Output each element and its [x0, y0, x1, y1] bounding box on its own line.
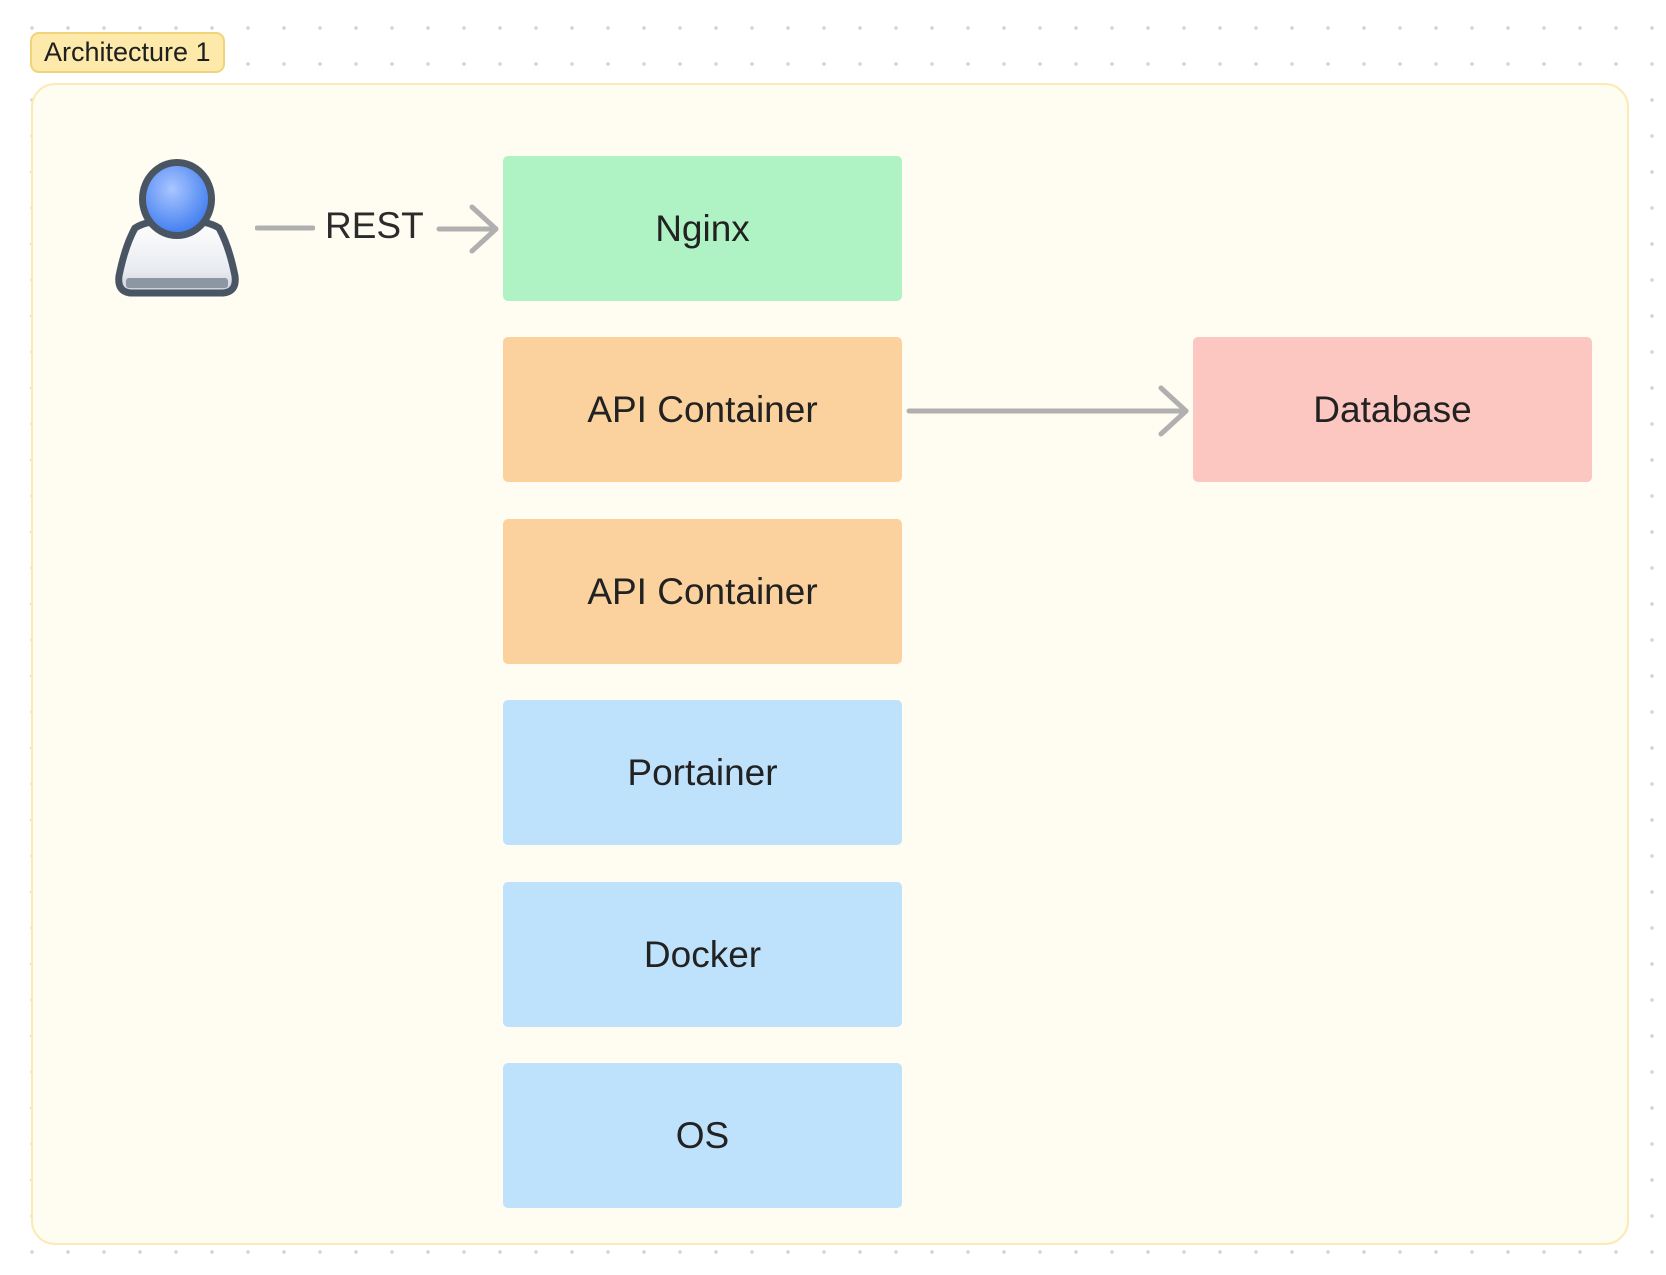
nginx-label: Nginx [655, 207, 750, 249]
database-label: Database [1313, 388, 1472, 430]
docker-node[interactable]: Docker [503, 882, 902, 1027]
nginx-node[interactable]: Nginx [503, 156, 902, 301]
user-icon[interactable] [115, 154, 240, 299]
api-to-database-arrow[interactable] [906, 384, 1192, 438]
frame-label[interactable]: Architecture 1 [30, 32, 225, 73]
portainer-label: Portainer [627, 751, 778, 793]
api-container-node-1[interactable]: API Container [503, 337, 902, 482]
api-container-label-2: API Container [587, 570, 818, 612]
docker-label: Docker [643, 933, 762, 975]
api-container-node-2[interactable]: API Container [503, 519, 902, 664]
os-node[interactable]: OS [503, 1063, 902, 1208]
rest-arrowhead[interactable] [436, 204, 502, 254]
portainer-node[interactable]: Portainer [503, 700, 902, 845]
api-container-label-1: API Container [587, 388, 818, 430]
rest-connector-label: REST [325, 205, 424, 246]
rest-connector-line[interactable] [255, 224, 315, 232]
os-label: OS [675, 1114, 730, 1156]
database-node[interactable]: Database [1193, 337, 1592, 482]
